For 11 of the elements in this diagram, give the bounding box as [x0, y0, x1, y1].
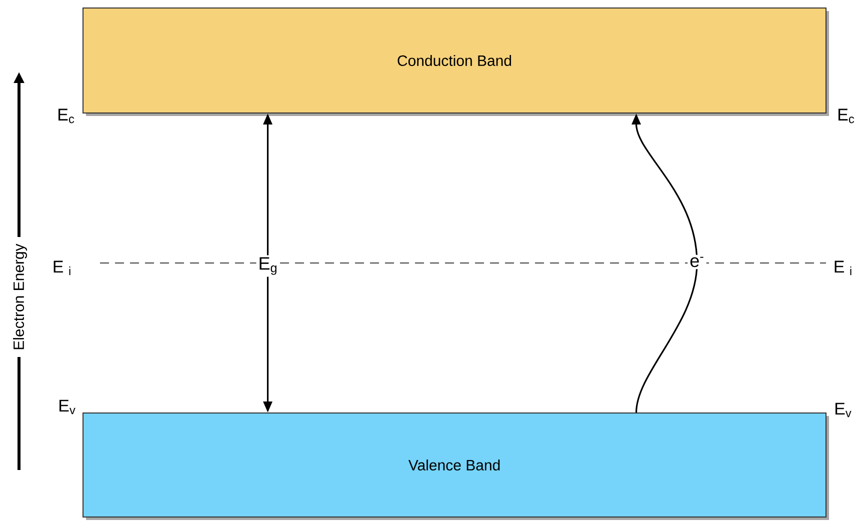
conduction-band-box: Conduction Band [82, 8, 829, 116]
level-label: E$_{v}$ [60, 400, 76, 414]
level-label: E $_{i}$ [834, 260, 852, 276]
level-label: E $_{i}$ [54, 260, 70, 276]
edge-label: E$_{g}$ [256, 255, 280, 277]
level-label: E$_{v}$ [836, 402, 852, 418]
level-label: E$_{c}$ [838, 108, 854, 124]
axis-label: Electron Energy [13, 244, 27, 350]
valence-band-box: Valence Band [82, 412, 829, 520]
edge-label: e$^{-}$ [688, 254, 706, 270]
level-label: E$_{c}$ [58, 108, 74, 124]
